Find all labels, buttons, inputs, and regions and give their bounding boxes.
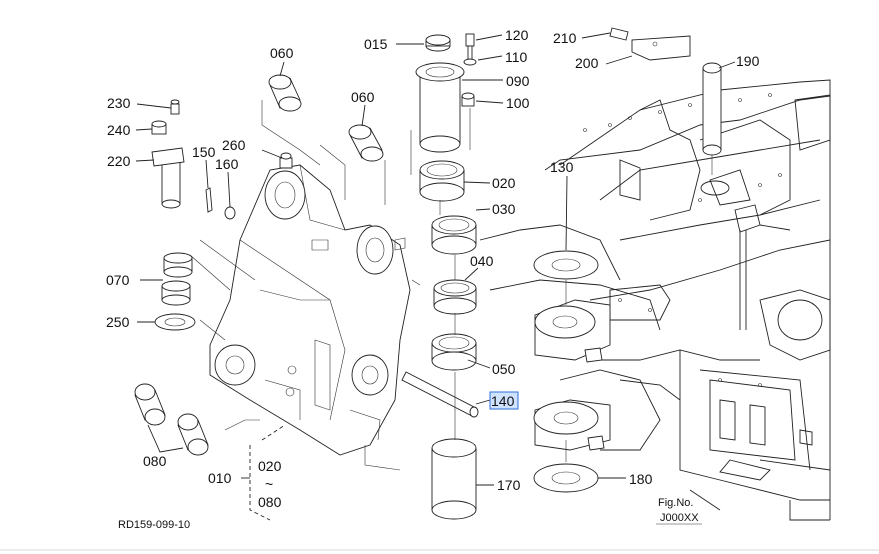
label-020-range: 020	[258, 458, 282, 474]
label-230: 230	[107, 95, 131, 111]
bushing-040	[433, 279, 477, 315]
label-100: 100	[506, 95, 530, 111]
label-070: 070	[106, 272, 130, 288]
label-240: 240	[107, 122, 131, 138]
fig-no-label: Fig.No.	[658, 497, 693, 509]
washer-130	[533, 250, 599, 280]
label-020: 020	[492, 175, 516, 191]
label-110: 110	[505, 49, 528, 65]
nut-100	[461, 92, 475, 107]
grease-fitting-230	[170, 99, 180, 115]
label-080-range: 080	[258, 494, 282, 510]
label-170: 170	[497, 477, 521, 493]
label-120: 120	[505, 27, 529, 43]
highlight-140	[489, 391, 519, 410]
label-220: 220	[107, 153, 131, 169]
pin-140	[401, 371, 479, 418]
label-050: 050	[492, 361, 516, 377]
bushing-080	[134, 383, 209, 456]
label-150: 150	[192, 144, 216, 160]
label-250: 250	[106, 314, 130, 330]
label-030: 030	[492, 201, 516, 217]
swing-bracket-body	[209, 164, 411, 456]
label-200: 200	[575, 55, 599, 71]
label-180: 180	[629, 471, 653, 487]
label-060-upper: 060	[270, 45, 294, 61]
washer-250	[154, 313, 196, 331]
bushing-050	[431, 333, 477, 371]
label-040: 040	[470, 253, 494, 269]
washer-110	[463, 58, 477, 66]
label-190: 190	[736, 53, 760, 69]
leader-lines	[135, 32, 736, 521]
label-090: 090	[506, 73, 530, 89]
pin-190	[702, 62, 722, 156]
pin-150	[205, 187, 213, 213]
label-010: 010	[208, 470, 232, 486]
bushing-030	[431, 215, 477, 255]
bushing-020	[419, 160, 465, 202]
range-tilde: ~	[265, 476, 273, 492]
bolt-120	[465, 33, 475, 61]
washer-180	[533, 463, 599, 493]
label-060-lower: 060	[351, 89, 375, 105]
label-015: 015	[364, 36, 388, 52]
pin-170	[431, 438, 477, 520]
drawing-code: RD159-099-10	[118, 519, 190, 531]
pin-220	[151, 147, 185, 209]
pin-090	[415, 62, 465, 153]
label-210: 210	[553, 30, 577, 46]
machine-frame	[479, 79, 831, 521]
plate-200	[609, 27, 691, 61]
grease-nipple-260	[279, 152, 293, 169]
swing-bracket	[533, 299, 611, 451]
label-080: 080	[143, 453, 167, 469]
fig-no-code: J000XX	[660, 512, 699, 524]
label-140[interactable]: 140	[491, 393, 515, 409]
washer-160	[224, 206, 236, 220]
label-260: 260	[222, 137, 246, 153]
label-130: 130	[550, 159, 574, 175]
bushing-060-upper	[268, 74, 302, 112]
guide-lines	[189, 100, 713, 471]
bushing-060-lower	[348, 124, 384, 162]
label-160: 160	[215, 156, 239, 172]
nut-240	[151, 120, 167, 135]
cap-015	[425, 34, 451, 52]
bushing-070	[161, 252, 193, 306]
